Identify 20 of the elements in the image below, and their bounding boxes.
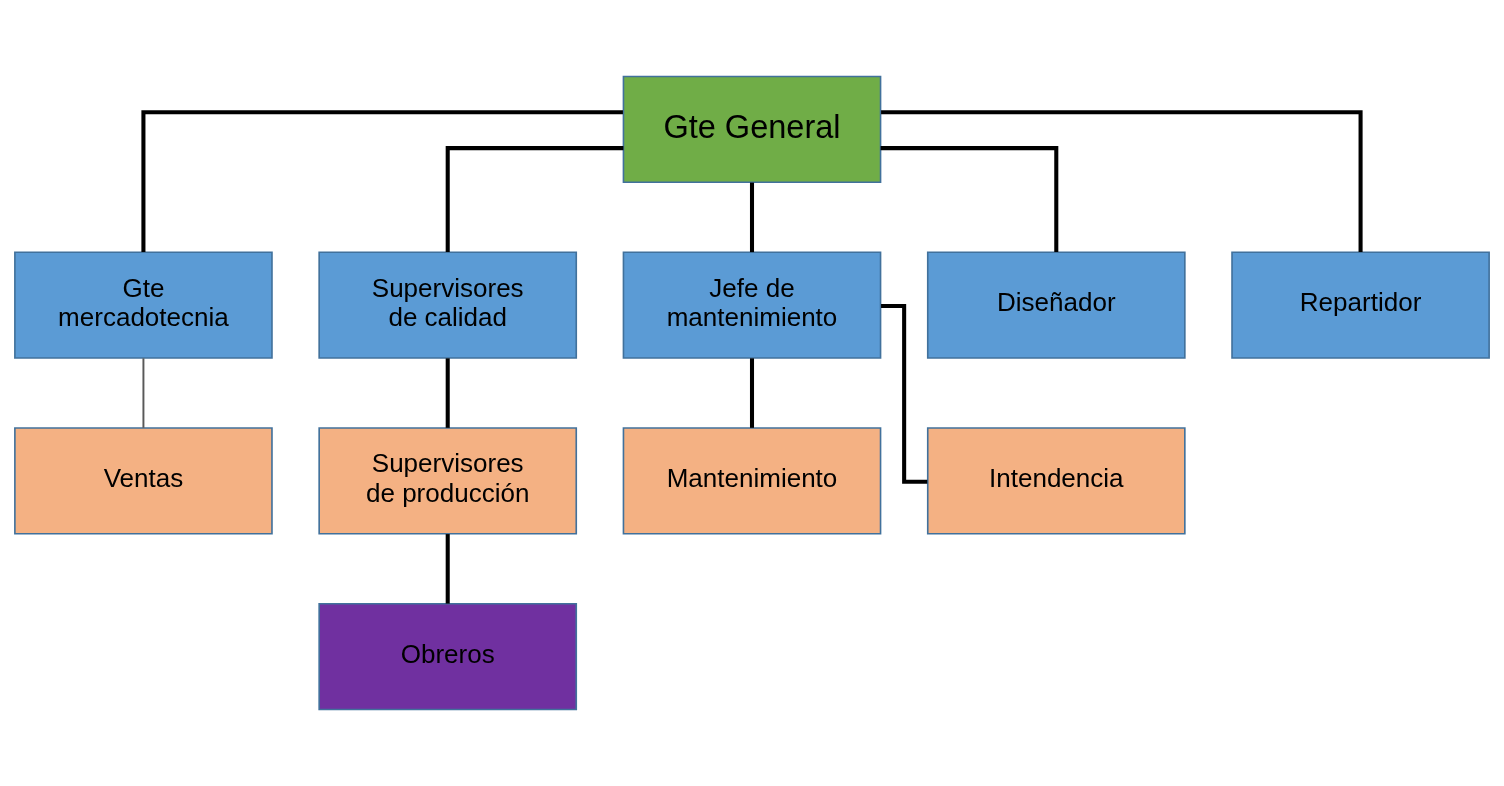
node-box: Obreros (318, 602, 578, 711)
connector (881, 110, 1363, 252)
connector (880, 146, 1059, 252)
node-box: Gte General (622, 75, 882, 184)
node-box: Ventas (14, 427, 273, 535)
node-box: Repartidor (1231, 251, 1490, 359)
connector (445, 358, 450, 428)
connector (445, 534, 450, 604)
connector (749, 182, 755, 253)
node-box: Supervisores de producción (318, 427, 578, 535)
node-box: Diseñador (926, 251, 1186, 359)
connector (445, 146, 624, 252)
connector (141, 110, 623, 252)
connector (749, 358, 755, 428)
connector (142, 357, 145, 429)
node-box: Gte mercadotecnia (14, 251, 273, 359)
node-box: Supervisores de calidad (318, 251, 578, 359)
node-box: Mantenimiento (622, 427, 882, 535)
node-box: Intendencia (926, 427, 1186, 535)
node-box: Jefe de mantenimiento (622, 251, 882, 359)
